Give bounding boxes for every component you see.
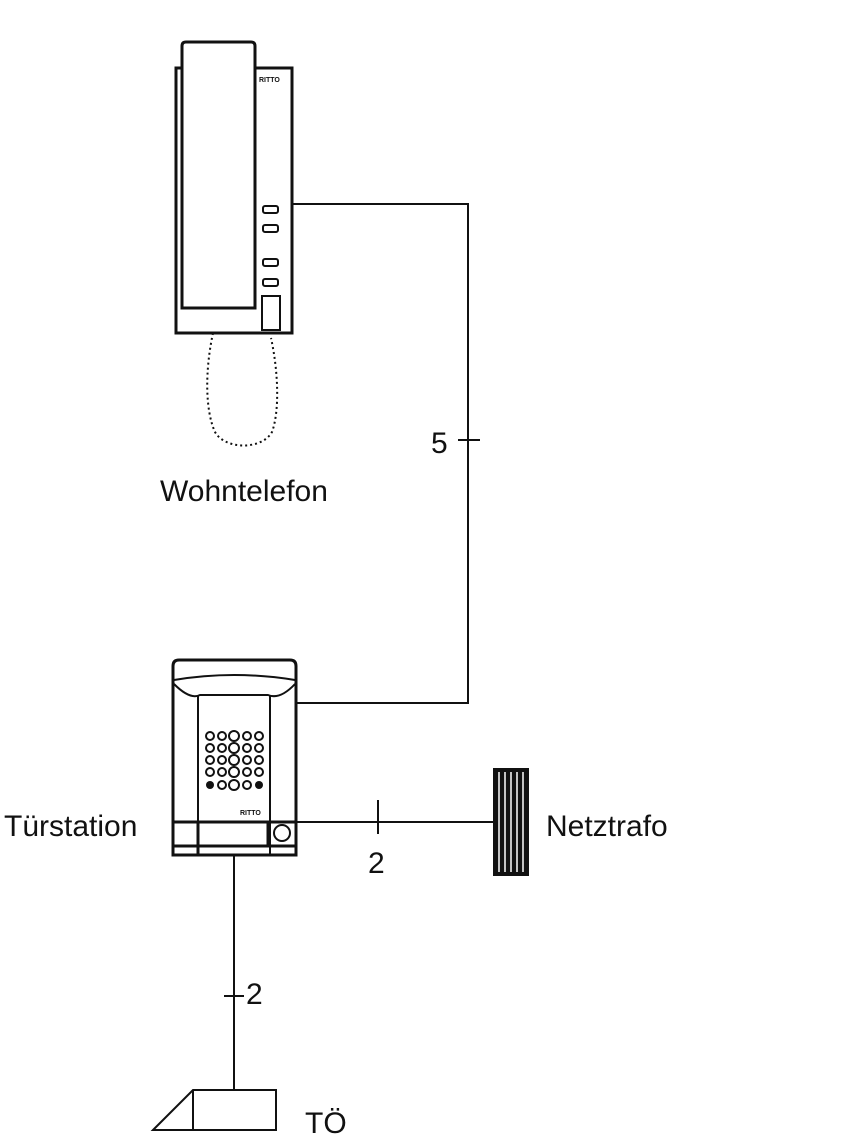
brand-logo: RITTO xyxy=(259,77,280,84)
wire-door-trafo: 2 xyxy=(296,800,495,880)
keypad xyxy=(205,730,264,791)
label-wohntelefon: Wohntelefon xyxy=(160,475,328,508)
handset xyxy=(180,40,257,310)
label-tuerstation: Türstation xyxy=(4,810,137,843)
phone-button xyxy=(262,224,279,233)
brand-logo: RITTO xyxy=(240,810,261,817)
phone-button xyxy=(262,258,279,267)
door-station-body xyxy=(171,658,298,857)
wohntelefon-device: RITTO Wohntelefon xyxy=(160,40,328,508)
toe-device: TÖ xyxy=(150,1089,347,1136)
door-opener-shape xyxy=(150,1089,277,1131)
tuerstation-device: RITTO Türstation xyxy=(4,658,298,857)
wire-count-5: 5 xyxy=(431,427,448,460)
coiled-cord xyxy=(206,332,279,447)
wire-count-2-toe: 2 xyxy=(246,978,263,1011)
phone-button xyxy=(262,205,279,214)
netztrafo-device: Netztrafo xyxy=(493,768,668,876)
label-toe: TÖ xyxy=(305,1107,347,1136)
camera-lens xyxy=(273,824,291,842)
phone-button xyxy=(262,278,279,287)
wire-door-toe: 2 xyxy=(224,855,263,1090)
phone-speaker xyxy=(261,295,281,331)
wire-phone-door: 5 xyxy=(292,203,480,704)
wire-count-2-trafo: 2 xyxy=(368,847,385,880)
label-netztrafo: Netztrafo xyxy=(546,810,668,843)
